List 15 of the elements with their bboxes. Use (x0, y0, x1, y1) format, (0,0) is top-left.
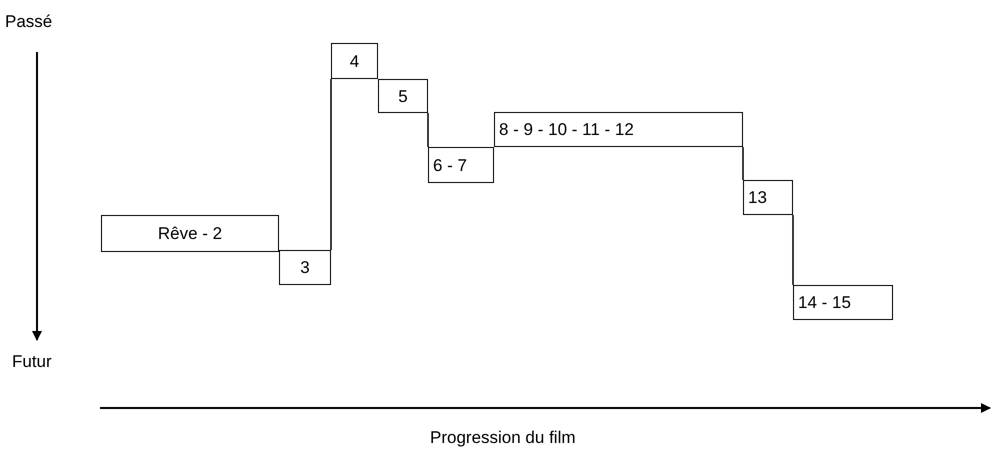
axis-label: Passé (5, 12, 52, 32)
scene-box: 4 (331, 43, 378, 79)
connector-line (330, 79, 332, 250)
scene-box: 13 (743, 180, 793, 215)
scene-box: 14 - 15 (793, 285, 893, 320)
scene-box: 3 (279, 250, 331, 285)
scene-box: Rêve - 2 (101, 215, 279, 252)
scene-box: 8 - 9 - 10 - 11 - 12 (494, 112, 743, 147)
axis-label: Progression du film (430, 428, 576, 448)
connector-line (427, 113, 429, 147)
connector-line (742, 147, 744, 180)
scene-box: 6 - 7 (428, 147, 494, 183)
axis-label: Futur (12, 352, 52, 372)
connector-line (792, 215, 794, 285)
scene-box: 5 (378, 79, 428, 113)
